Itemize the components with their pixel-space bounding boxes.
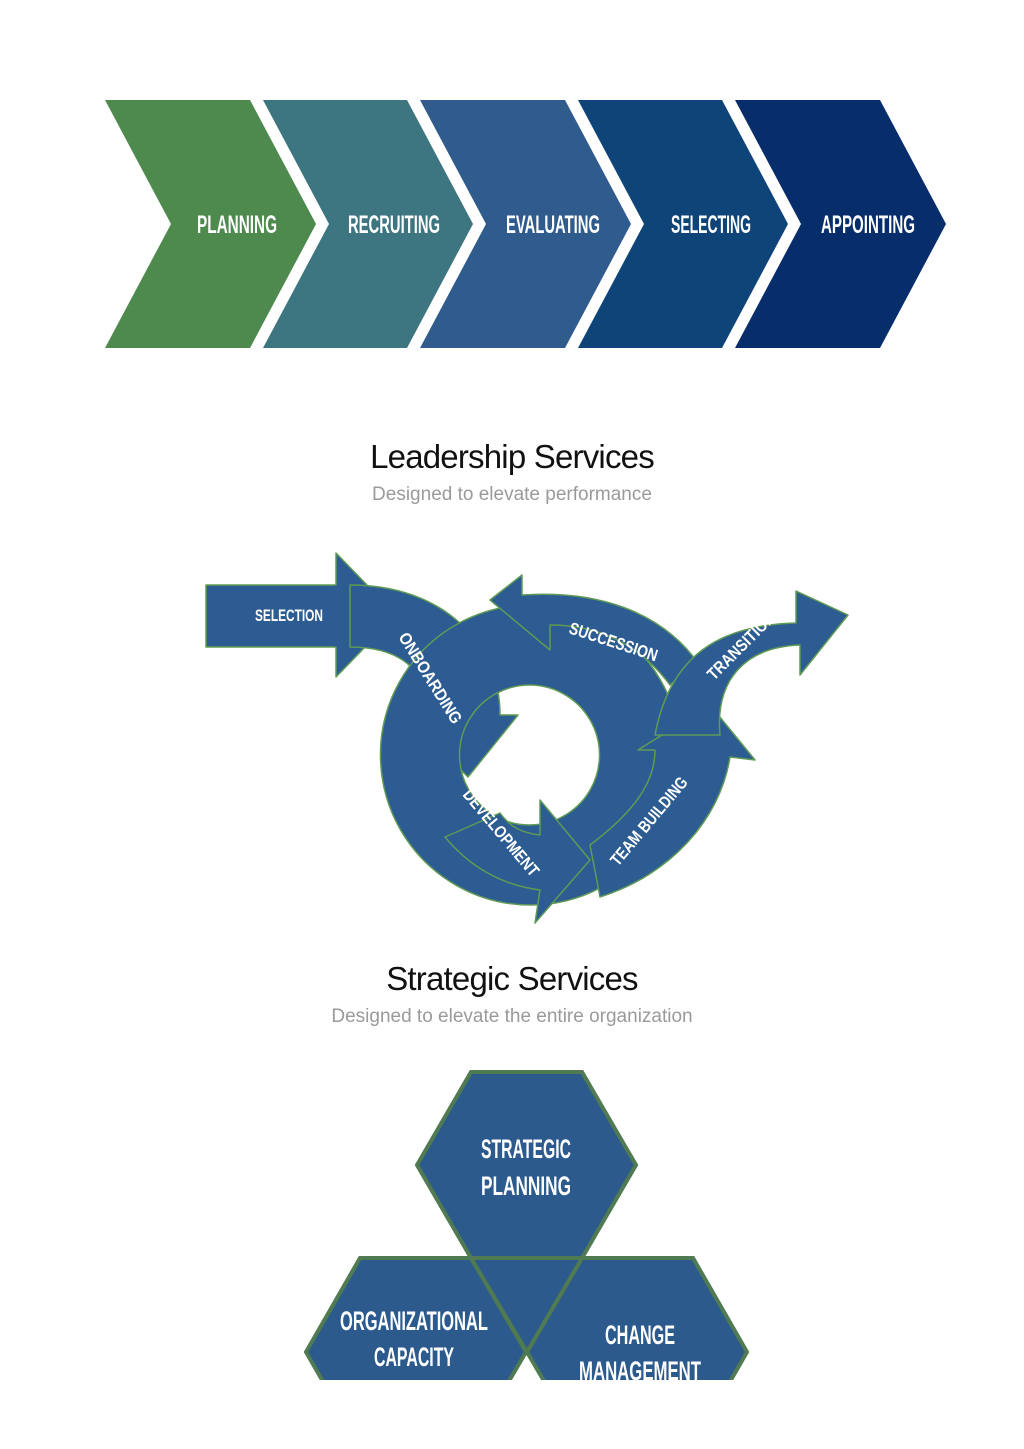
ring-base bbox=[379, 604, 682, 906]
chevron-planning bbox=[105, 100, 316, 348]
chevron-evaluating bbox=[420, 100, 631, 348]
hex-top-line2: PLANNING bbox=[481, 1171, 571, 1201]
hex-center-triangle bbox=[467, 1256, 586, 1356]
hex-top-line1: STRATEGIC bbox=[481, 1134, 571, 1164]
leadership-subtitle: Designed to elevate performance bbox=[372, 484, 652, 505]
strategic-heading: Strategic Services Designed to elevate t… bbox=[0, 960, 1024, 1028]
arrow-development bbox=[444, 799, 591, 924]
chevron-label-evaluating: EVALUATING bbox=[506, 211, 600, 239]
leadership-heading: Leadership Services Designed to elevate … bbox=[0, 438, 1024, 506]
chevron-recruiting bbox=[263, 100, 473, 348]
arrow-succession bbox=[489, 574, 699, 686]
chevron-label-planning: PLANNING bbox=[197, 211, 277, 239]
arrow-transition bbox=[654, 590, 849, 736]
hex-right-line1: CHANGE bbox=[605, 1320, 675, 1350]
chevron-label-selecting: SELECTING bbox=[671, 211, 751, 239]
chevron-selecting bbox=[578, 100, 788, 348]
label-selection: SELECTION bbox=[255, 606, 323, 625]
strategic-hexagons: STRATEGIC PLANNING ORGANIZATIONAL CAPACI… bbox=[290, 1060, 760, 1380]
chevron-label-appointing: APPOINTING bbox=[821, 211, 915, 239]
hex-right-line2: MANAGEMENT bbox=[579, 1356, 701, 1380]
leadership-title: Leadership Services bbox=[370, 438, 655, 475]
process-chevrons: PLANNING RECRUITING EVALUATING SELECTING… bbox=[0, 0, 1024, 400]
leadership-cycle-diagram: SELECTION ONBOARDING SUCCESSION TRANSITI… bbox=[200, 545, 860, 935]
strategic-title: Strategic Services bbox=[386, 960, 638, 997]
hex-left-line2: CAPACITY bbox=[374, 1342, 454, 1372]
hex-left-line1: ORGANIZATIONAL bbox=[340, 1306, 488, 1336]
hex-strategic-planning bbox=[414, 1070, 639, 1260]
chevron-label-recruiting: RECRUITING bbox=[348, 211, 440, 239]
strategic-subtitle: Designed to elevate the entire organizat… bbox=[331, 1006, 693, 1027]
chevron-appointing bbox=[735, 100, 946, 348]
arrow-team-building bbox=[589, 704, 756, 898]
